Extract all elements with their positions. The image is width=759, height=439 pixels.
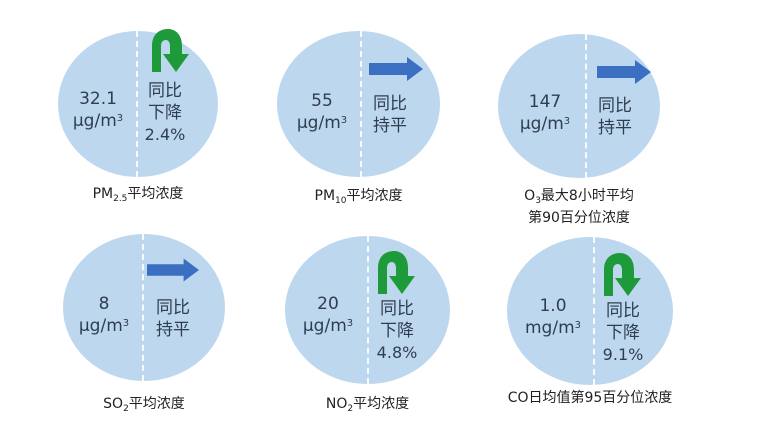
co-circle — [507, 237, 673, 385]
o3-circle — [498, 34, 660, 178]
no2-label: NO2平均浓度 — [325, 396, 410, 414]
circle-divider — [585, 34, 587, 178]
right-arrow-icon — [369, 57, 423, 81]
pm10-value: 55 — [311, 91, 333, 111]
pm25-value-block: 32.1 μg/m3 — [62, 88, 134, 132]
so2-trend: 同比 持平 — [156, 298, 190, 340]
pm25-label: PM2.5平均浓度 — [92, 186, 184, 204]
o3-value-block: 147 μg/m3 — [508, 91, 582, 135]
pm10-trend: 同比 持平 — [373, 94, 407, 136]
o3-label: O3最大8小时平均 第90百分位浓度 — [524, 188, 634, 226]
circle-divider — [136, 31, 138, 177]
curved-down-arrow-icon — [152, 29, 189, 72]
pm10-unit: μg/m3 — [296, 113, 348, 133]
so2-value: 8 — [98, 294, 110, 314]
circle-divider — [142, 234, 144, 381]
so2-label: SO2平均浓度 — [103, 396, 185, 414]
pm25-value: 32.1 — [79, 89, 117, 109]
o3-trend: 同比 持平 — [598, 96, 632, 138]
so2-circle — [63, 234, 225, 381]
curved-down-arrow-icon — [378, 251, 415, 294]
no2-trend: 同比 下降 4.8% — [376, 299, 418, 362]
pm10-value-block: 55 μg/m3 — [286, 90, 358, 134]
pm25-trend: 同比 下降 2.4% — [144, 81, 186, 144]
pm25-unit: μg/m3 — [72, 111, 124, 131]
co-unit: mg/m3 — [524, 318, 581, 338]
o3-value: 147 — [528, 92, 562, 112]
right-arrow-icon — [147, 258, 199, 282]
pm10-label: PM10平均浓度 — [314, 188, 403, 206]
circle-divider — [593, 237, 595, 385]
curved-down-arrow-icon — [604, 253, 641, 296]
co-value: 1.0 — [539, 296, 567, 316]
no2-unit: μg/m3 — [302, 316, 354, 336]
circle-divider — [367, 236, 369, 384]
co-value-block: 1.0 mg/m3 — [516, 295, 590, 339]
pm25-circle — [58, 31, 218, 177]
right-arrow-icon — [597, 60, 651, 84]
co-trend: 同比 下降 9.1% — [602, 301, 644, 364]
pm10-circle — [277, 31, 440, 177]
so2-value-block: 8 μg/m3 — [68, 293, 140, 337]
no2-value-block: 20 μg/m3 — [292, 293, 364, 337]
co-label: CO日均值第95百分位浓度 — [507, 390, 673, 406]
o3-unit: μg/m3 — [519, 114, 571, 134]
circle-divider — [360, 31, 362, 177]
so2-unit: μg/m3 — [78, 316, 130, 336]
no2-value: 20 — [317, 294, 339, 314]
